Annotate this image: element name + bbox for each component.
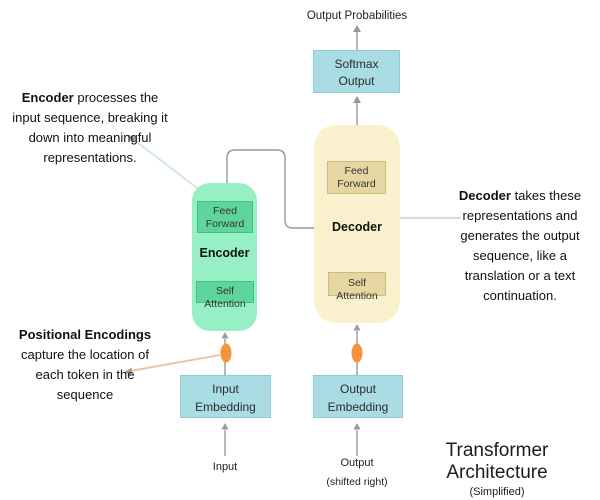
encoder-note-pointer-line xyxy=(132,138,202,192)
input-embedding-box: Input Embedding xyxy=(180,375,271,418)
encoder-block: Feed Forward Encoder Self Attention xyxy=(192,183,257,331)
diagram-title-main: Transformer Architecture xyxy=(445,440,549,483)
encoder-note: Encoder processes the input sequence, br… xyxy=(12,88,168,168)
encoder-feed-forward-line2: Forward xyxy=(205,218,245,230)
encoder-note-bold: Encoder xyxy=(21,90,74,105)
output-probabilities-label: Output Probabilities xyxy=(306,10,408,22)
decoder-note-rest: takes these representations and generate… xyxy=(460,188,582,303)
decoder-note-bold: Decoder xyxy=(458,188,511,203)
decoder-block: Feed Forward Decoder Self Attention xyxy=(314,125,400,323)
positional-note-pointer-line xyxy=(129,354,221,372)
output-embedding-box: Output Embedding xyxy=(313,375,403,418)
encoder-label: Encoder xyxy=(199,246,250,260)
positional-encoding-marker-left xyxy=(220,343,232,363)
encoder-feed-forward-line1: Feed xyxy=(213,205,237,217)
positional-note-rest: capture the location of each token in th… xyxy=(21,347,149,402)
encoder-note-pointer-arrowhead xyxy=(128,135,137,143)
positional-encoding-marker-right xyxy=(351,343,363,363)
positional-note-pointer-arrowhead xyxy=(124,367,132,375)
decoder-feed-forward-line1: Feed xyxy=(344,165,369,177)
output-label-line1: Output xyxy=(340,457,374,469)
arrowhead-up-decoder xyxy=(353,324,361,331)
input-embedding-line1: Input xyxy=(212,382,239,396)
arrowhead-up-output-embedding xyxy=(353,423,361,430)
diagram-title-sub: (Simplified) xyxy=(469,486,525,498)
diagram-title: Transformer Architecture (Simplified) xyxy=(397,440,597,498)
positional-note-bold: Positional Encodings xyxy=(18,327,152,342)
encoder-note-rest: processes the input sequence, breaking i… xyxy=(12,90,168,165)
output-label-line2: (shifted right) xyxy=(326,476,388,488)
encoder-feed-forward-box: Feed Forward xyxy=(197,201,253,233)
decoder-feed-forward-line2: Forward xyxy=(337,178,376,190)
softmax-label-line2: Output xyxy=(338,74,375,88)
arrowhead-up-probabilities xyxy=(353,25,361,32)
output-embedding-line2: Embedding xyxy=(327,400,389,414)
encoder-to-decoder-connector xyxy=(226,149,314,229)
positional-note: Positional Encodings capture the locatio… xyxy=(10,325,160,405)
decoder-self-attention-box: Self Attention xyxy=(328,272,386,302)
arrowhead-up-encoder xyxy=(221,332,229,339)
output-embedding-line1: Output xyxy=(339,382,377,396)
decoder-note: Decoder takes these representations and … xyxy=(443,186,597,306)
input-label: Input xyxy=(212,461,238,473)
output-label: Output (shifted right) xyxy=(307,457,407,488)
softmax-output-box: Softmax Output xyxy=(313,50,400,93)
decoder-feed-forward-box: Feed Forward xyxy=(327,161,386,194)
arrowhead-up-softmax xyxy=(353,96,361,103)
softmax-label-line1: Softmax xyxy=(334,57,379,71)
decoder-label: Decoder xyxy=(331,220,383,234)
input-embedding-line2: Embedding xyxy=(195,400,256,414)
encoder-self-attention-box: Self Attention xyxy=(196,281,254,310)
arrowhead-up-input-embedding xyxy=(221,423,229,430)
